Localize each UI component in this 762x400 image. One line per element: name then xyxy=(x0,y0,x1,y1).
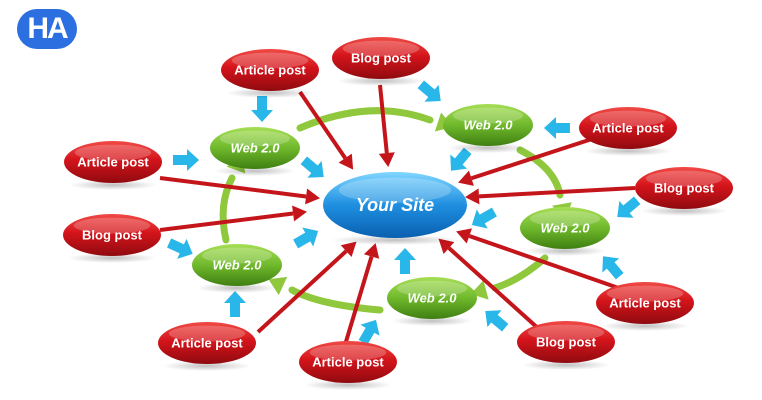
node-label: Web 2.0 xyxy=(231,141,281,156)
node-label: Article post xyxy=(77,155,149,170)
red-arrow-4 xyxy=(159,205,307,232)
red-arrow-3 xyxy=(159,176,320,205)
source-node-8: Article post xyxy=(299,341,397,390)
red-arrow-7 xyxy=(465,186,636,205)
source-node-9: Blog post xyxy=(517,321,615,370)
node-label: Article post xyxy=(592,121,664,136)
node-label: Article post xyxy=(171,336,243,351)
blue-arrow-7 xyxy=(224,291,246,317)
blue-arrow-12 xyxy=(471,207,497,229)
red-arrow-1 xyxy=(298,90,354,170)
node-label: Blog post xyxy=(82,228,143,243)
red-arrow-8 xyxy=(458,136,596,186)
web20-node-web5: Web 2.0 xyxy=(387,277,477,326)
source-node-1: Article post xyxy=(221,49,319,98)
node-label: Your Site xyxy=(356,195,434,215)
source-node-3: Article post xyxy=(64,141,162,190)
blue-arrow-9 xyxy=(394,248,416,274)
source-node-5: Article post xyxy=(158,322,256,371)
blue-arrow-1 xyxy=(251,96,273,122)
node-label: Web 2.0 xyxy=(213,258,263,273)
source-node-6: Blog post xyxy=(635,167,733,216)
red-arrow-5 xyxy=(256,241,357,334)
web20-node-web1: Web 2.0 xyxy=(210,127,300,176)
blue-arrow-8 xyxy=(358,319,380,345)
web20-node-web2: Web 2.0 xyxy=(443,104,533,153)
green-arrow-web4-web5 xyxy=(470,254,549,300)
blue-arrow-6 xyxy=(293,227,319,249)
blue-arrow-14 xyxy=(602,256,624,280)
node-label: Web 2.0 xyxy=(408,291,458,306)
blue-link-arrows xyxy=(167,80,641,345)
web20-node-web4: Web 2.0 xyxy=(520,207,610,256)
node-label: Blog post xyxy=(536,335,597,350)
source-node-7: Article post xyxy=(579,107,677,156)
blue-arrow-2 xyxy=(417,80,441,102)
ha-logo: HA xyxy=(17,9,77,49)
node-label: Article post xyxy=(312,355,384,370)
web20-node-web3: Web 2.0 xyxy=(192,244,282,293)
blue-arrow-5 xyxy=(167,238,193,259)
red-arrow-2 xyxy=(378,84,395,167)
red-arrow-9 xyxy=(456,228,631,294)
blue-arrow-13 xyxy=(617,196,641,218)
your-site-node: Your Site xyxy=(323,172,467,245)
node-label: Article post xyxy=(234,63,306,78)
red-arrow-6 xyxy=(343,243,380,346)
blue-arrow-15 xyxy=(485,310,509,332)
blue-arrow-10 xyxy=(450,147,472,171)
red-link-arrows xyxy=(159,84,636,346)
node-label: Blog post xyxy=(654,181,715,196)
node-label: Web 2.0 xyxy=(541,221,591,236)
blue-arrow-11 xyxy=(544,117,570,139)
source-node-4: Blog post xyxy=(63,214,161,263)
blue-arrow-4 xyxy=(300,156,324,178)
source-node-2: Blog post xyxy=(332,37,430,86)
node-label: Blog post xyxy=(351,51,412,66)
source-node-10: Article post xyxy=(596,282,694,331)
blue-arrow-3 xyxy=(173,149,199,171)
node-label: Article post xyxy=(609,296,681,311)
node-label: Web 2.0 xyxy=(464,118,514,133)
